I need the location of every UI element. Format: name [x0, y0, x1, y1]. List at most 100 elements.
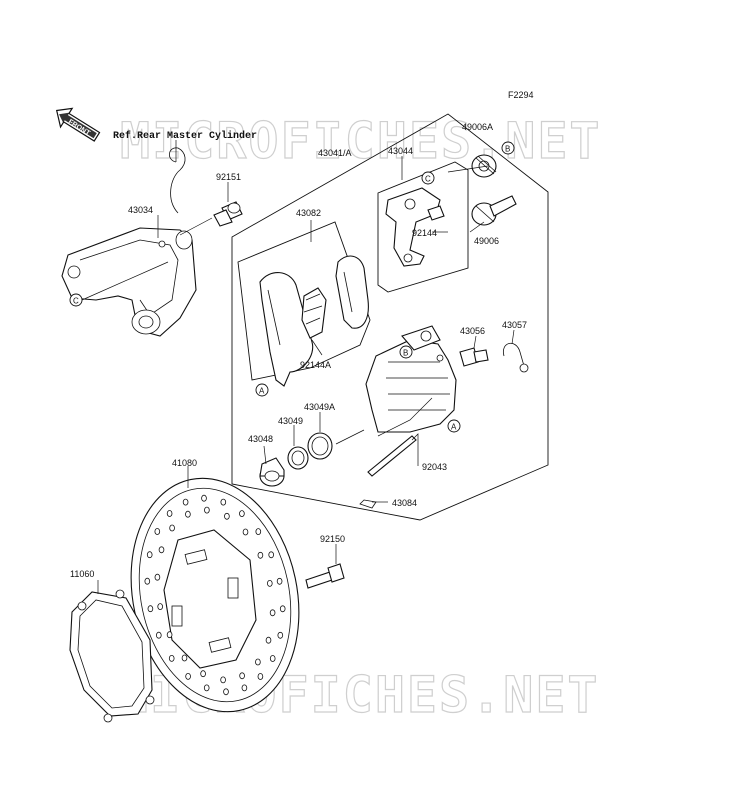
leader-lines — [81, 156, 515, 594]
disc-vent-hole — [255, 528, 262, 535]
disc-vent-hole — [220, 498, 227, 506]
disc-vent-hole — [269, 655, 276, 662]
caliper-assembly-box — [231, 113, 549, 521]
disc-vent-hole — [265, 636, 272, 644]
piston-43048 — [259, 457, 285, 487]
svg-text:A: A — [259, 387, 265, 396]
pad-group-box — [237, 221, 371, 381]
label-41080: 41080 — [172, 458, 197, 468]
label-92150: 92150 — [320, 534, 345, 544]
disc-vent-hole — [223, 688, 229, 696]
seal-43049 — [287, 446, 309, 470]
callout-c-left: C — [69, 293, 83, 307]
pin-49006 — [471, 195, 517, 226]
label-43034: 43034 — [128, 205, 153, 215]
label-92043: 92043 — [422, 462, 447, 472]
disc-vent-hole — [239, 672, 245, 680]
bracket-group-box — [377, 161, 469, 293]
label-92151: 92151 — [216, 172, 241, 182]
disc-vent-hole — [203, 684, 210, 692]
disc-vent-hole — [169, 524, 175, 532]
label-92144: 92144 — [412, 228, 437, 238]
disc-vent-hole — [239, 510, 245, 517]
disc-vent-hole — [166, 510, 173, 517]
label-43056: 43056 — [460, 326, 485, 336]
label-92144A: 92144A — [300, 360, 331, 370]
pin-92043 — [367, 435, 417, 477]
svg-text:A: A — [451, 423, 457, 432]
disc-vent-hole — [156, 631, 162, 639]
disc-vent-hole — [268, 551, 275, 559]
disc-vent-hole — [242, 528, 249, 536]
disc-vent-hole — [144, 577, 151, 585]
clip-43084 — [359, 499, 377, 509]
brake-disc-41080 — [130, 477, 300, 713]
callout-b-top: B — [501, 141, 515, 155]
disc-vent-hole — [200, 670, 206, 678]
callout-c-right: C — [421, 171, 435, 185]
label-43049: 43049 — [278, 416, 303, 426]
label-43082: 43082 — [296, 208, 321, 218]
svg-text:C: C — [73, 297, 79, 306]
label-43084: 43084 — [392, 498, 417, 508]
disc-vent-hole — [255, 658, 261, 666]
brake-pad-right — [335, 255, 369, 329]
front-arrow-icon: FRONT — [55, 107, 101, 142]
disc-vent-hole — [154, 573, 161, 581]
label-11060: 11060 — [70, 569, 94, 579]
disc-vent-hole — [158, 546, 165, 554]
label-43057: 43057 — [502, 320, 527, 330]
pad-spring-92144A — [301, 287, 327, 339]
callout-a-right: A — [447, 419, 461, 433]
boot-49006A — [471, 154, 497, 178]
disc-vent-hole — [241, 684, 248, 692]
watermark-top: MICROFICHES.NET — [120, 112, 602, 170]
disc-vent-hole — [269, 609, 276, 617]
bracket-43044 — [385, 187, 441, 267]
figure-code: F2294 — [508, 90, 534, 100]
disc-vent-hole — [224, 512, 230, 520]
svg-text:C: C — [425, 175, 431, 184]
label-49006: 49006 — [474, 236, 499, 246]
disc-vent-hole — [185, 673, 191, 680]
disc-vent-hole — [201, 494, 207, 502]
label-43049A: 43049A — [304, 402, 335, 412]
callout-a-left: A — [255, 383, 269, 397]
bleeder-valve-43056 — [459, 347, 489, 367]
svg-text:B: B — [505, 145, 510, 154]
label-43041A: 43041/A — [318, 148, 352, 158]
disc-vent-hole — [181, 654, 188, 662]
callout-b-body: B — [399, 345, 413, 359]
label-43048: 43048 — [248, 434, 273, 444]
gasket-11060 — [69, 589, 155, 723]
label-49006A: 49006A — [462, 122, 493, 132]
disc-vent-hole — [146, 551, 153, 559]
caliper-body — [365, 325, 457, 433]
disc-vent-hole — [147, 605, 154, 613]
clip-92144 — [427, 205, 445, 221]
disc-vent-hole — [277, 631, 284, 639]
disc-vent-hole — [257, 551, 264, 559]
disc-vent-hole — [168, 655, 175, 662]
disc-vent-hole — [204, 506, 210, 514]
svg-text:B: B — [403, 349, 408, 358]
caliper-bracket-43034 — [61, 227, 197, 337]
bleeder-cap-43057 — [502, 343, 529, 373]
disc-vent-hole — [266, 580, 273, 587]
disc-vent-hole — [220, 676, 226, 684]
part-labels: 92151 43034 43041/A 43044 49006A 49006 4… — [70, 122, 527, 579]
bolt-92151 — [213, 201, 243, 227]
reference-note: Ref.Rear Master Cylinder — [113, 130, 257, 142]
disc-vent-hole — [185, 510, 191, 518]
disc-vent-hole — [154, 528, 161, 535]
brake-pad-left — [259, 272, 314, 387]
hose-clip — [169, 147, 186, 214]
seal-43049A — [307, 432, 333, 460]
disc-vent-hole — [157, 603, 164, 610]
disc-vent-hole — [257, 673, 264, 680]
bolt-92150 — [305, 563, 345, 589]
disc-vent-hole — [182, 498, 189, 506]
label-43044: 43044 — [388, 146, 413, 156]
disc-vent-hole — [279, 605, 286, 613]
